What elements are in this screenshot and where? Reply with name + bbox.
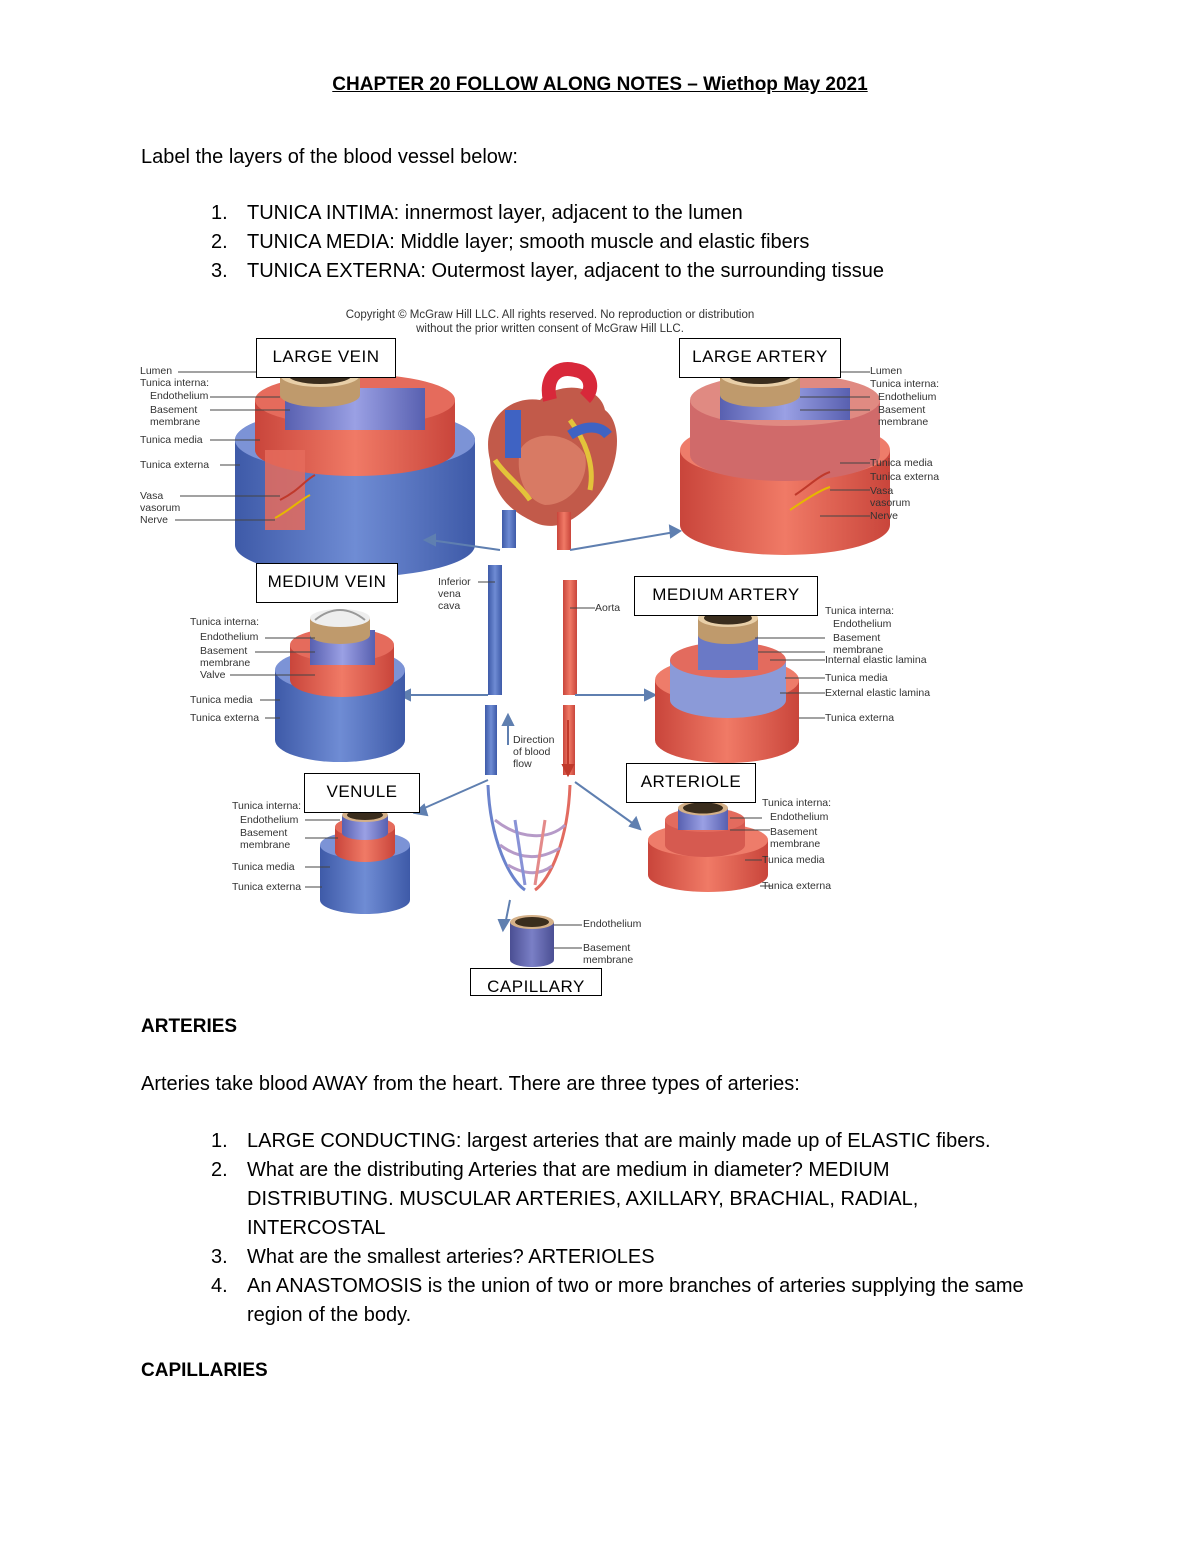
label-box-arteriole: ARTERIOLE xyxy=(626,763,756,803)
lv-endothelium-label: Endothelium xyxy=(150,390,209,402)
aorta-label: Aorta xyxy=(595,602,621,614)
vn-interna-label: Tunica interna: xyxy=(232,800,302,812)
ar-media-label: Tunica media xyxy=(762,854,825,866)
lv-interna-label: Tunica interna: xyxy=(140,377,210,389)
cap-endothelium-label: Endothelium xyxy=(583,918,642,930)
heart-drawing xyxy=(488,362,617,526)
ma-media-label: Tunica media xyxy=(825,672,888,684)
vn-media-label: Tunica media xyxy=(232,861,295,873)
label-box-large-artery: LARGE ARTERY xyxy=(679,338,841,378)
vena-cava-segment xyxy=(488,565,502,695)
list-item: 3.What are the smallest arteries? ARTERI… xyxy=(211,1246,655,1268)
large-artery-drawing xyxy=(680,363,890,555)
lv-basement-label: Basement membrane xyxy=(150,404,201,428)
capillaries-heading: CAPILLARIES xyxy=(141,1360,268,1381)
la-nerve-label: Nerve xyxy=(870,510,899,522)
label-box-venule: VENULE xyxy=(304,773,420,813)
lv-media-label: Tunica media xyxy=(140,434,203,446)
list-item: 3.TUNICA EXTERNA: Outermost layer, adjac… xyxy=(211,260,884,282)
capillary-bed xyxy=(486,784,572,892)
label-box-medium-artery: MEDIUM ARTERY xyxy=(634,576,818,616)
capillary-drawing xyxy=(510,915,554,967)
ar-basement-label: Basement membrane xyxy=(770,826,821,850)
ma-interna-label: Tunica interna: xyxy=(825,605,895,617)
venule-drawing xyxy=(320,808,410,914)
la-lumen-label: Lumen xyxy=(870,365,903,377)
medium-artery-drawing xyxy=(655,609,799,763)
direction-label: Direction of blood flow xyxy=(513,734,555,770)
list-item: 1.LARGE CONDUCTING: largest arteries tha… xyxy=(211,1130,991,1152)
label-box-capillary: CAPILLARY xyxy=(470,968,602,996)
lv-vasa-label: Vasa vasorum xyxy=(140,490,181,514)
la-basement-label: Basement membrane xyxy=(878,404,929,428)
arteries-heading: ARTERIES xyxy=(141,1016,238,1037)
list-item: 2.TUNICA MEDIA: Middle layer; smooth mus… xyxy=(211,231,810,253)
layers-list: 1.TUNICA INTIMA: innermost layer, adjace… xyxy=(141,199,1041,286)
aorta-segment xyxy=(563,580,577,695)
vn-externa-label: Tunica externa xyxy=(232,881,302,893)
ar-interna-label: Tunica interna: xyxy=(762,797,832,809)
mv-valve-label: Valve xyxy=(200,669,226,681)
ivc-label: Inferior vena cava xyxy=(438,576,471,612)
la-media-label: Tunica media xyxy=(870,457,933,469)
large-vein-drawing xyxy=(235,363,475,577)
vena-cava-segment-top xyxy=(502,510,516,548)
list-item: 1.TUNICA INTIMA: innermost layer, adjace… xyxy=(211,202,743,224)
arteries-list: 1.LARGE CONDUCTING: largest arteries tha… xyxy=(141,1127,1041,1330)
la-vasa-label: Vasa vasorum xyxy=(870,485,911,509)
page-title: CHAPTER 20 FOLLOW ALONG NOTES – Wiethop … xyxy=(332,74,868,95)
cap-basement-label: Basement membrane xyxy=(583,942,634,966)
la-endothelium-label: Endothelium xyxy=(878,391,937,403)
medium-vein-drawing xyxy=(275,609,405,762)
la-externa-label: Tunica externa xyxy=(870,471,940,483)
list-item: 2.What are the distributing Arteries tha… xyxy=(211,1159,919,1239)
arteriole-drawing xyxy=(648,800,768,892)
mv-externa-label: Tunica externa xyxy=(190,712,260,724)
mv-endothelium-label: Endothelium xyxy=(200,631,259,643)
ma-endothelium-label: Endothelium xyxy=(833,618,892,630)
label-box-large-vein: LARGE VEIN xyxy=(256,338,396,378)
aorta-segment-top xyxy=(557,512,571,550)
ar-externa-label: Tunica externa xyxy=(762,880,832,892)
ma-externa-label: Tunica externa xyxy=(825,712,895,724)
lv-nerve-label: Nerve xyxy=(140,514,169,526)
leader-lines xyxy=(175,371,870,949)
copyright-notice: Copyright © McGraw Hill LLC. All rights … xyxy=(345,309,755,335)
ma-eel-label: External elastic lamina xyxy=(825,687,931,699)
mv-interna-label: Tunica interna: xyxy=(190,616,260,628)
intro-text: Label the layers of the blood vessel bel… xyxy=(141,146,518,168)
mv-basement-label: Basement membrane xyxy=(200,645,251,669)
blood-vessel-figure: Copyright © McGraw Hill LLC. All rights … xyxy=(130,300,960,1000)
label-box-medium-vein: MEDIUM VEIN xyxy=(256,563,398,603)
list-item: 4.An ANASTOMOSIS is the union of two or … xyxy=(211,1275,1024,1326)
lv-externa-label: Tunica externa xyxy=(140,459,210,471)
mv-media-label: Tunica media xyxy=(190,694,253,706)
vn-endothelium-label: Endothelium xyxy=(240,814,299,826)
la-interna-label: Tunica interna: xyxy=(870,378,940,390)
ar-endothelium-label: Endothelium xyxy=(770,811,829,823)
ma-iel-label: Internal elastic lamina xyxy=(825,654,927,666)
vn-basement-label: Basement membrane xyxy=(240,827,291,851)
lv-lumen-label: Lumen xyxy=(140,365,173,377)
arteries-intro-text: Arteries take blood AWAY from the heart.… xyxy=(141,1073,800,1095)
ma-basement-label: Basement membrane xyxy=(833,632,884,656)
